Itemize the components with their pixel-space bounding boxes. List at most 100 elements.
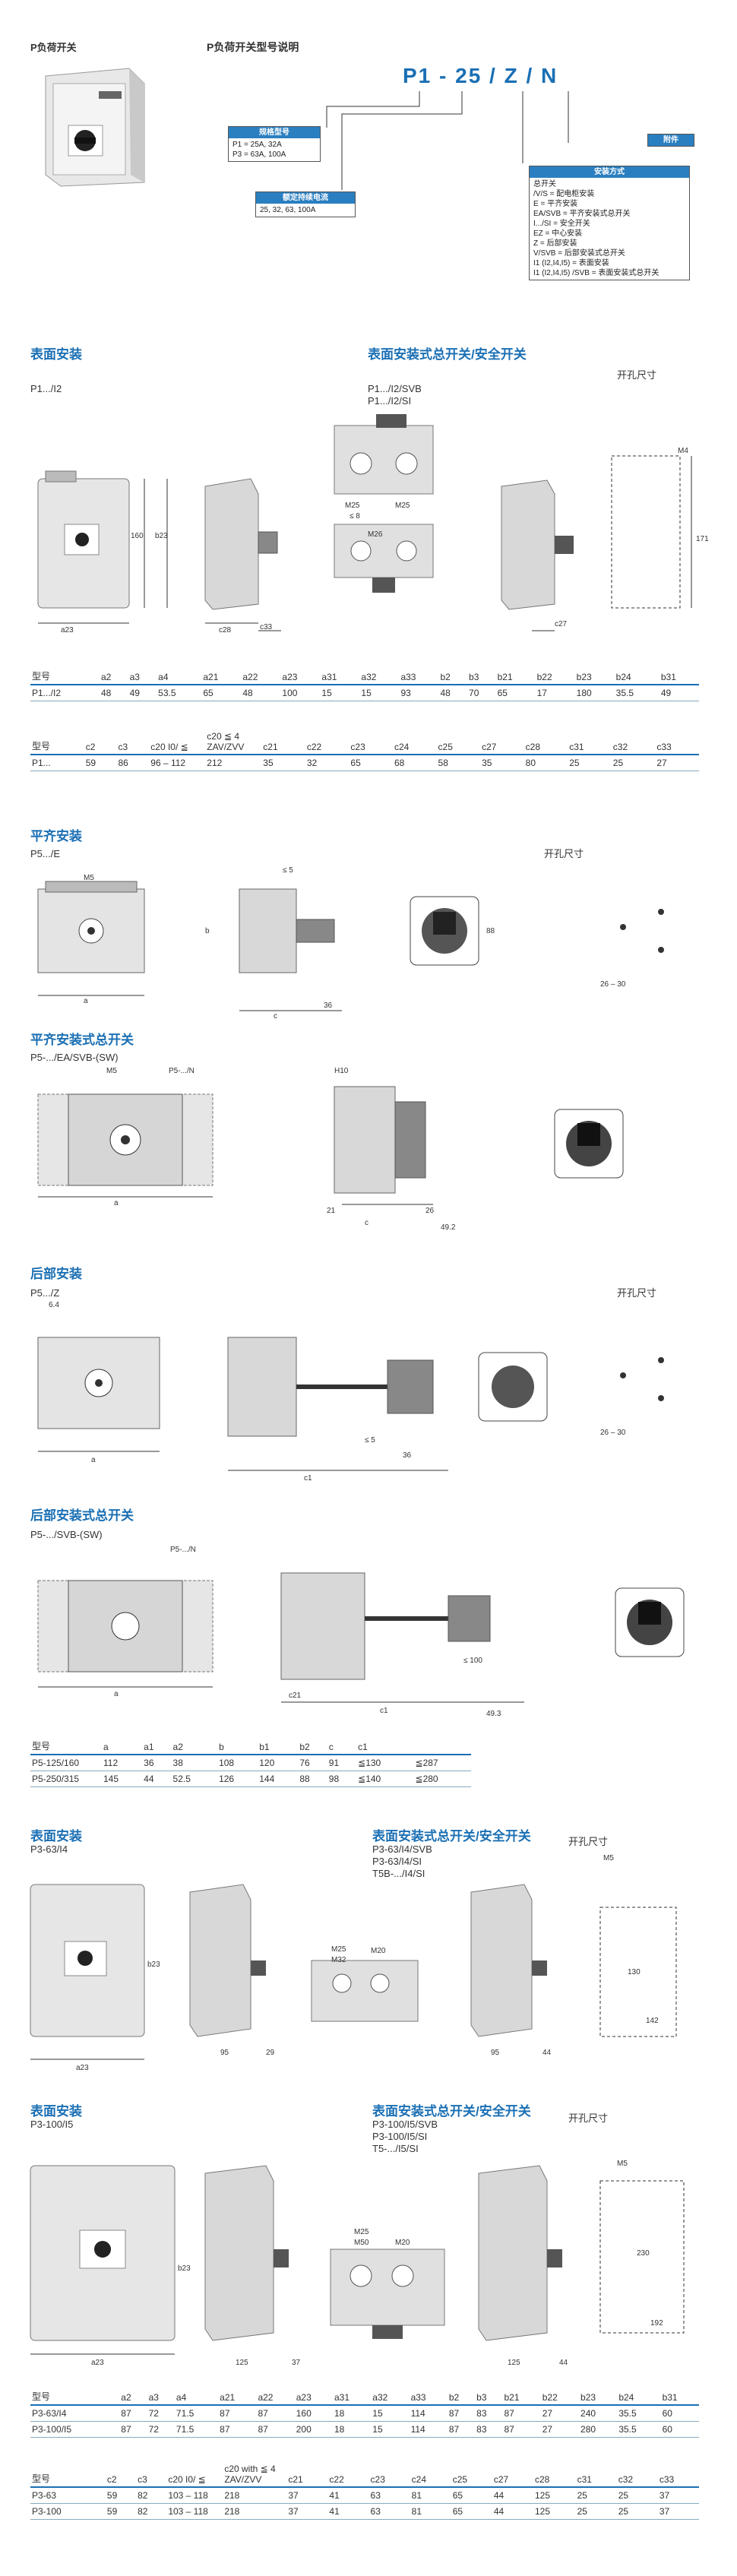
sec1-dim-a23: a23 <box>61 626 74 635</box>
sec4-dim-c1: c1 <box>304 1474 312 1483</box>
sec6-right-sub-1: P3-63/I4/SVB <box>372 1843 432 1855</box>
sec7-dim-a23: a23 <box>91 2359 104 2367</box>
sec4-dim-a: a <box>91 1456 96 1464</box>
sec1-right-sub-1: P1.../I2/SVB <box>368 383 422 394</box>
sec5-drawings <box>37 1572 685 1703</box>
t1-h6: a23 <box>280 667 321 685</box>
t1-h12: b21 <box>495 667 536 685</box>
sec1-left-title: 表面安装 <box>30 347 82 362</box>
sec1-right-title: 表面安装式总开关/安全开关 <box>368 347 527 362</box>
sec7-dim-37: 37 <box>292 2359 301 2367</box>
sec6-dim-130: 130 <box>628 1968 641 1976</box>
sec2-dim-26-30: 26 – 30 <box>600 980 626 989</box>
sec6-dim-m20: M20 <box>371 1947 386 1955</box>
sec3-dim-21: 21 <box>327 1207 336 1215</box>
sec7-dim-192: 192 <box>650 2319 663 2328</box>
sec1-dim-c33: c33 <box>260 623 273 631</box>
sec1-dim-160: 160 <box>131 532 144 540</box>
sec7-right-sub-2: P3-100/I5/SI <box>372 2131 428 2142</box>
sec2-dim-c: c <box>274 1012 277 1021</box>
sec7-dim-125: 125 <box>236 2359 248 2367</box>
sec3-dim-a: a <box>114 1199 119 1207</box>
sec7-right-title: 表面安装式总开关/安全开关 <box>372 2104 531 2119</box>
t1-h0: 型号 <box>30 667 100 685</box>
t1-h14: b23 <box>574 667 615 685</box>
sec7-dim-m50: M50 <box>354 2239 369 2247</box>
sec5-title: 后部安装式总开关 <box>30 1508 134 1523</box>
sec7-cutout: 开孔尺寸 <box>568 2112 609 2124</box>
accessory-box: 附件 <box>647 134 694 147</box>
sec2-dim-88: 88 <box>486 927 495 935</box>
sec1-dim-le8: ≤ 8 <box>350 512 360 521</box>
t1-h5: a22 <box>241 667 281 685</box>
sec1-dim-c27: c27 <box>555 620 568 628</box>
t1-h15: b24 <box>614 667 660 685</box>
sec3-drawings <box>37 1086 624 1205</box>
sec5-dim-c1: c1 <box>380 1707 388 1715</box>
t1-h1: a2 <box>99 667 128 685</box>
sec7-dim-m5: M5 <box>617 2160 628 2168</box>
model-code: P1 - 25 / Z / N <box>403 64 558 87</box>
sec2-drawings <box>37 881 664 1011</box>
sec1-dim-171: 171 <box>696 535 709 543</box>
sec6-dim-m25: M25 <box>331 1945 346 1954</box>
sec2-cutout: 开孔尺寸 <box>544 848 584 859</box>
sec4-dim-26-30: 26 – 30 <box>600 1429 626 1437</box>
sec7-drawings <box>30 2165 685 2355</box>
sec1-dim-m26: M26 <box>368 530 383 539</box>
sec7-dim-44: 44 <box>559 2359 568 2367</box>
sec6-dim-95: 95 <box>220 2049 229 2057</box>
t1-h11: b3 <box>467 667 496 685</box>
sec7-right-sub-3: T5-.../I5/SI <box>372 2143 419 2154</box>
t1-h9: a33 <box>399 667 439 685</box>
sec6-dim-29: 29 <box>266 2049 275 2057</box>
product-image <box>45 68 145 187</box>
sec1-dim-m25-a: M25 <box>345 502 360 510</box>
sec7-right-sub-1: P3-100/I5/SVB <box>372 2119 438 2130</box>
sec7-left-sub: P3-100/I5 <box>30 2119 74 2130</box>
sec6-dim-m32: M32 <box>331 1956 346 1964</box>
sec6-dim-a23: a23 <box>76 2064 89 2072</box>
sec5-dim-le100: ≤ 100 <box>463 1657 482 1665</box>
sec3-dim-h10: H10 <box>334 1067 349 1075</box>
model-title: P负荷开关型号说明 <box>207 41 299 53</box>
sec4-dim-6-4: 6.4 <box>49 1301 59 1309</box>
sec4-drawings <box>37 1337 664 1471</box>
sec4-dim-36: 36 <box>403 1451 412 1460</box>
sec1-left-sub: P1.../I2 <box>30 383 62 394</box>
sec1-dim-m4: M4 <box>678 447 688 455</box>
sec2-dim-le5: ≤ 5 <box>283 866 293 875</box>
sec4-dim-le5: ≤ 5 <box>365 1436 375 1445</box>
sec1-right-sub-2: P1.../I2/SI <box>368 395 412 407</box>
sec4-cutout: 开孔尺寸 <box>617 1287 657 1299</box>
sec7-dim-m25: M25 <box>354 2228 369 2236</box>
sec3-sub: P5-.../EA/SVB-(SW) <box>30 1052 119 1063</box>
sec1-cutout-label: 开孔尺寸 <box>617 369 657 381</box>
t1-h16: b31 <box>659 667 699 685</box>
sec7-dim-230: 230 <box>637 2249 650 2258</box>
sec6-dim-m5: M5 <box>603 1854 614 1862</box>
sec6-right-title: 表面安装式总开关/安全开关 <box>372 1829 531 1843</box>
sec2-dim-b: b <box>205 927 210 935</box>
sec6-drawings <box>30 1884 677 2060</box>
sec7-left-title: 表面安装 <box>30 2104 82 2119</box>
sec6-right-sub-2: P3-63/I4/SI <box>372 1856 422 1867</box>
product-label: P负荷开关 <box>30 42 77 53</box>
sec5-dim-c21: c21 <box>289 1691 302 1700</box>
sec1-dim-c28: c28 <box>219 626 232 635</box>
t1-h4: a21 <box>201 667 242 685</box>
sec6-dim-b23: b23 <box>147 1960 160 1969</box>
sec1-dim-b23: b23 <box>155 532 168 540</box>
sec7-dim-125b: 125 <box>508 2359 520 2367</box>
sec5-sub: P5-.../SVB-(SW) <box>30 1529 103 1540</box>
